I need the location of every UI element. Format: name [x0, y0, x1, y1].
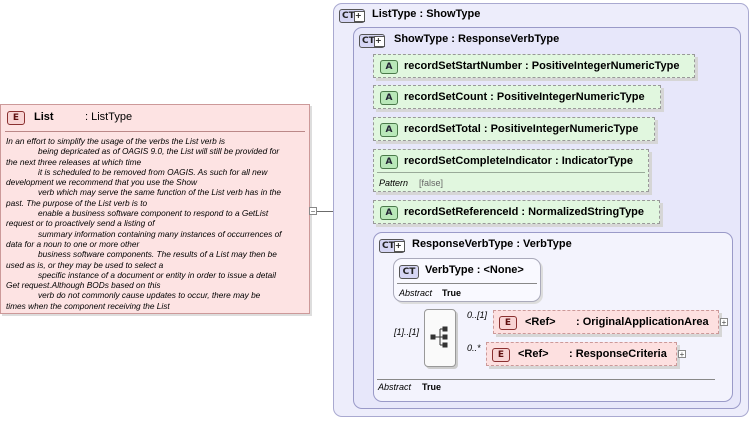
divider [5, 131, 305, 132]
abstract-label: Abstract [378, 382, 412, 392]
documentation-line: request or to proactively send a listing… [6, 218, 155, 229]
list-element-box[interactable]: E List : ListType In an effort to simpli… [0, 104, 310, 314]
abstract-label: Abstract [399, 288, 433, 298]
documentation-line: being depricated as of OAGIS 9.0, the Li… [38, 146, 280, 157]
attribute-label: recordSetReferenceId : NormalizedStringT… [404, 206, 645, 218]
list-element-type: : ListType [85, 111, 133, 123]
attribute-record-set-reference-id[interactable]: A recordSetReferenceId : NormalizedStrin… [373, 200, 660, 224]
attribute-badge-icon: A [380, 206, 398, 220]
element-name: : OriginalApplicationArea [576, 316, 709, 328]
abstract-value: True [442, 288, 462, 298]
attribute-label: recordSetTotal : PositiveIntegerNumericT… [404, 123, 639, 135]
attribute-record-set-total[interactable]: A recordSetTotal : PositiveIntegerNumeri… [373, 117, 655, 141]
element-ref: <Ref> [518, 348, 549, 360]
divider [397, 283, 537, 284]
documentation-line: the next three releases at which time [6, 156, 142, 167]
sequence-icon [430, 326, 448, 348]
documentation-line: Get request.Although BODs based on this [6, 280, 161, 291]
connector-list-to-type [309, 211, 334, 212]
verbtype-title: VerbType : <None> [425, 264, 524, 276]
complex-type-icon: CT+ [379, 239, 405, 253]
attribute-label: recordSetCompleteIndicator : IndicatorTy… [404, 155, 634, 167]
listtype-title: ListType : ShowType [372, 8, 481, 20]
list-element-name: List [34, 111, 54, 123]
documentation-line: verb which may serve the same function o… [38, 187, 282, 198]
element-badge-icon: E [499, 316, 517, 330]
expand-icon[interactable]: + [678, 350, 686, 359]
verbtype-box[interactable]: CT VerbType : <None> Abstract True [393, 258, 541, 302]
complex-type-icon: CT+ [359, 34, 385, 48]
attribute-label: recordSetCount : PositiveIntegerNumericT… [404, 91, 645, 103]
responseverbtype-title: ResponseVerbType : VerbType [412, 238, 572, 250]
child-cardinality: 0..[1] [467, 310, 488, 320]
documentation-line: it is scheduled to be removed from OAGIS… [38, 166, 268, 177]
documentation-line: In an effort to simplify the usage of th… [6, 136, 226, 146]
attribute-record-set-start-number[interactable]: A recordSetStartNumber : PositiveInteger… [373, 54, 695, 78]
collapse-icon[interactable]: − [309, 207, 317, 216]
attribute-label: recordSetStartNumber : PositiveIntegerNu… [404, 60, 680, 72]
divider [377, 379, 715, 380]
attribute-badge-icon: A [380, 60, 398, 74]
element-badge-icon: E [7, 111, 25, 125]
complex-type-icon: CT+ [339, 9, 365, 23]
facet-label: Pattern [379, 178, 409, 188]
complex-type-icon: CT [399, 265, 419, 279]
sequence-cardinality: [1]..[1] [394, 327, 420, 337]
abstract-value: True [422, 382, 442, 392]
sequence-compositor[interactable] [424, 309, 456, 367]
showtype-title: ShowType : ResponseVerbType [394, 33, 560, 45]
documentation-line: summary information containing many inst… [38, 228, 282, 239]
documentation-line: enable a business software component to … [38, 208, 269, 219]
facet-value: [false] [419, 178, 444, 188]
element-ref: <Ref> [525, 316, 556, 328]
attribute-badge-icon: A [380, 155, 398, 169]
attribute-badge-icon: A [380, 91, 398, 105]
attribute-record-set-complete-indicator[interactable]: A recordSetCompleteIndicator : Indicator… [373, 149, 649, 192]
list-documentation: In an effort to simplify the usage of th… [6, 136, 306, 311]
documentation-line: times when the component receiving the L… [6, 300, 170, 311]
documentation-line: data for a noun to one or more other [6, 238, 140, 249]
documentation-line: business software components. The result… [38, 249, 277, 260]
divider [377, 172, 645, 173]
documentation-line: development we recommend that you use th… [6, 177, 197, 188]
documentation-line: used as is, or they may be used to selec… [6, 259, 164, 270]
element-response-criteria[interactable]: E <Ref> : ResponseCriteria [486, 342, 677, 366]
element-original-application-area[interactable]: E <Ref> : OriginalApplicationArea [493, 310, 719, 334]
element-name: : ResponseCriteria [569, 348, 667, 360]
attribute-badge-icon: A [380, 123, 398, 137]
documentation-line: specific instance of a document or entit… [38, 269, 276, 280]
child-cardinality: 0..* [467, 343, 481, 353]
documentation-line: verb do not commonly cause updates to oc… [38, 290, 261, 301]
element-badge-icon: E [492, 348, 510, 362]
documentation-line: past. The purpose of the List verb is to [6, 197, 148, 208]
expand-icon[interactable]: + [720, 318, 728, 327]
attribute-record-set-count[interactable]: A recordSetCount : PositiveIntegerNumeri… [373, 85, 661, 109]
